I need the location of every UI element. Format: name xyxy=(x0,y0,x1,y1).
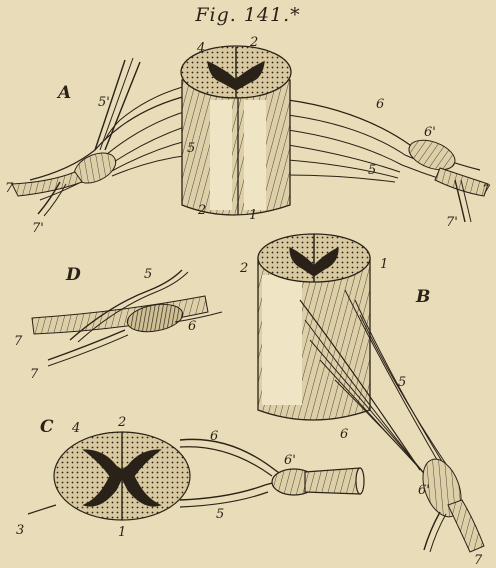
panel-a-spinal-cord xyxy=(181,46,291,215)
panel-a-num: 7' xyxy=(446,215,458,230)
panel-b-spinal-cord xyxy=(258,234,370,420)
panel-c-num: 2 xyxy=(117,415,126,430)
panel-d-label: D xyxy=(65,265,81,285)
panel-c-drawing xyxy=(28,432,364,520)
panel-c-num: 6' xyxy=(284,453,296,468)
panel-a-num: 5 xyxy=(187,141,195,156)
panel-d-num: 7 xyxy=(14,334,23,349)
panel-a-num: 5 xyxy=(368,163,376,178)
panel-b-num: 6' xyxy=(418,483,430,498)
panel-c-label: C xyxy=(40,417,54,437)
panel-a-num: 2 xyxy=(249,35,258,50)
panel-a-num: 7 xyxy=(482,183,491,198)
panel-a-right-nerve xyxy=(288,100,488,222)
panel-b-num: 2 xyxy=(239,261,248,276)
panel-a-left-nerve xyxy=(12,58,190,216)
panel-c-num: 5 xyxy=(216,507,224,522)
panel-d-num: 7 xyxy=(30,367,39,382)
panel-a-num: 6 xyxy=(376,97,384,112)
panel-a-num: 4 xyxy=(196,41,205,56)
panel-c-num: 1 xyxy=(118,525,126,540)
panel-c-num: 3 xyxy=(16,523,24,538)
panel-b-num: 7 xyxy=(474,553,483,568)
panel-a-drawing xyxy=(12,46,488,222)
panel-a-num: 5' xyxy=(98,95,110,110)
panel-a-num: 1 xyxy=(249,208,257,223)
panel-a-num: 7 xyxy=(5,181,14,196)
panel-b-label: B xyxy=(415,287,430,307)
panel-b-num: 5 xyxy=(398,375,406,390)
panel-a-label: A xyxy=(56,83,71,103)
panel-d-num: 5 xyxy=(144,267,152,282)
panel-d-drawing xyxy=(32,270,222,366)
panel-b-num: 1 xyxy=(380,257,388,272)
panel-a-num: 7' xyxy=(32,221,44,236)
panel-a-num: 2 xyxy=(197,203,206,218)
panel-a-num: 6' xyxy=(424,125,436,140)
panel-b-drawing xyxy=(258,234,484,552)
panel-c-num: 6 xyxy=(210,429,218,444)
panel-d-num: 6 xyxy=(188,319,196,334)
panel-b-num: 6 xyxy=(340,427,348,442)
panel-c-num: 4 xyxy=(71,421,80,436)
